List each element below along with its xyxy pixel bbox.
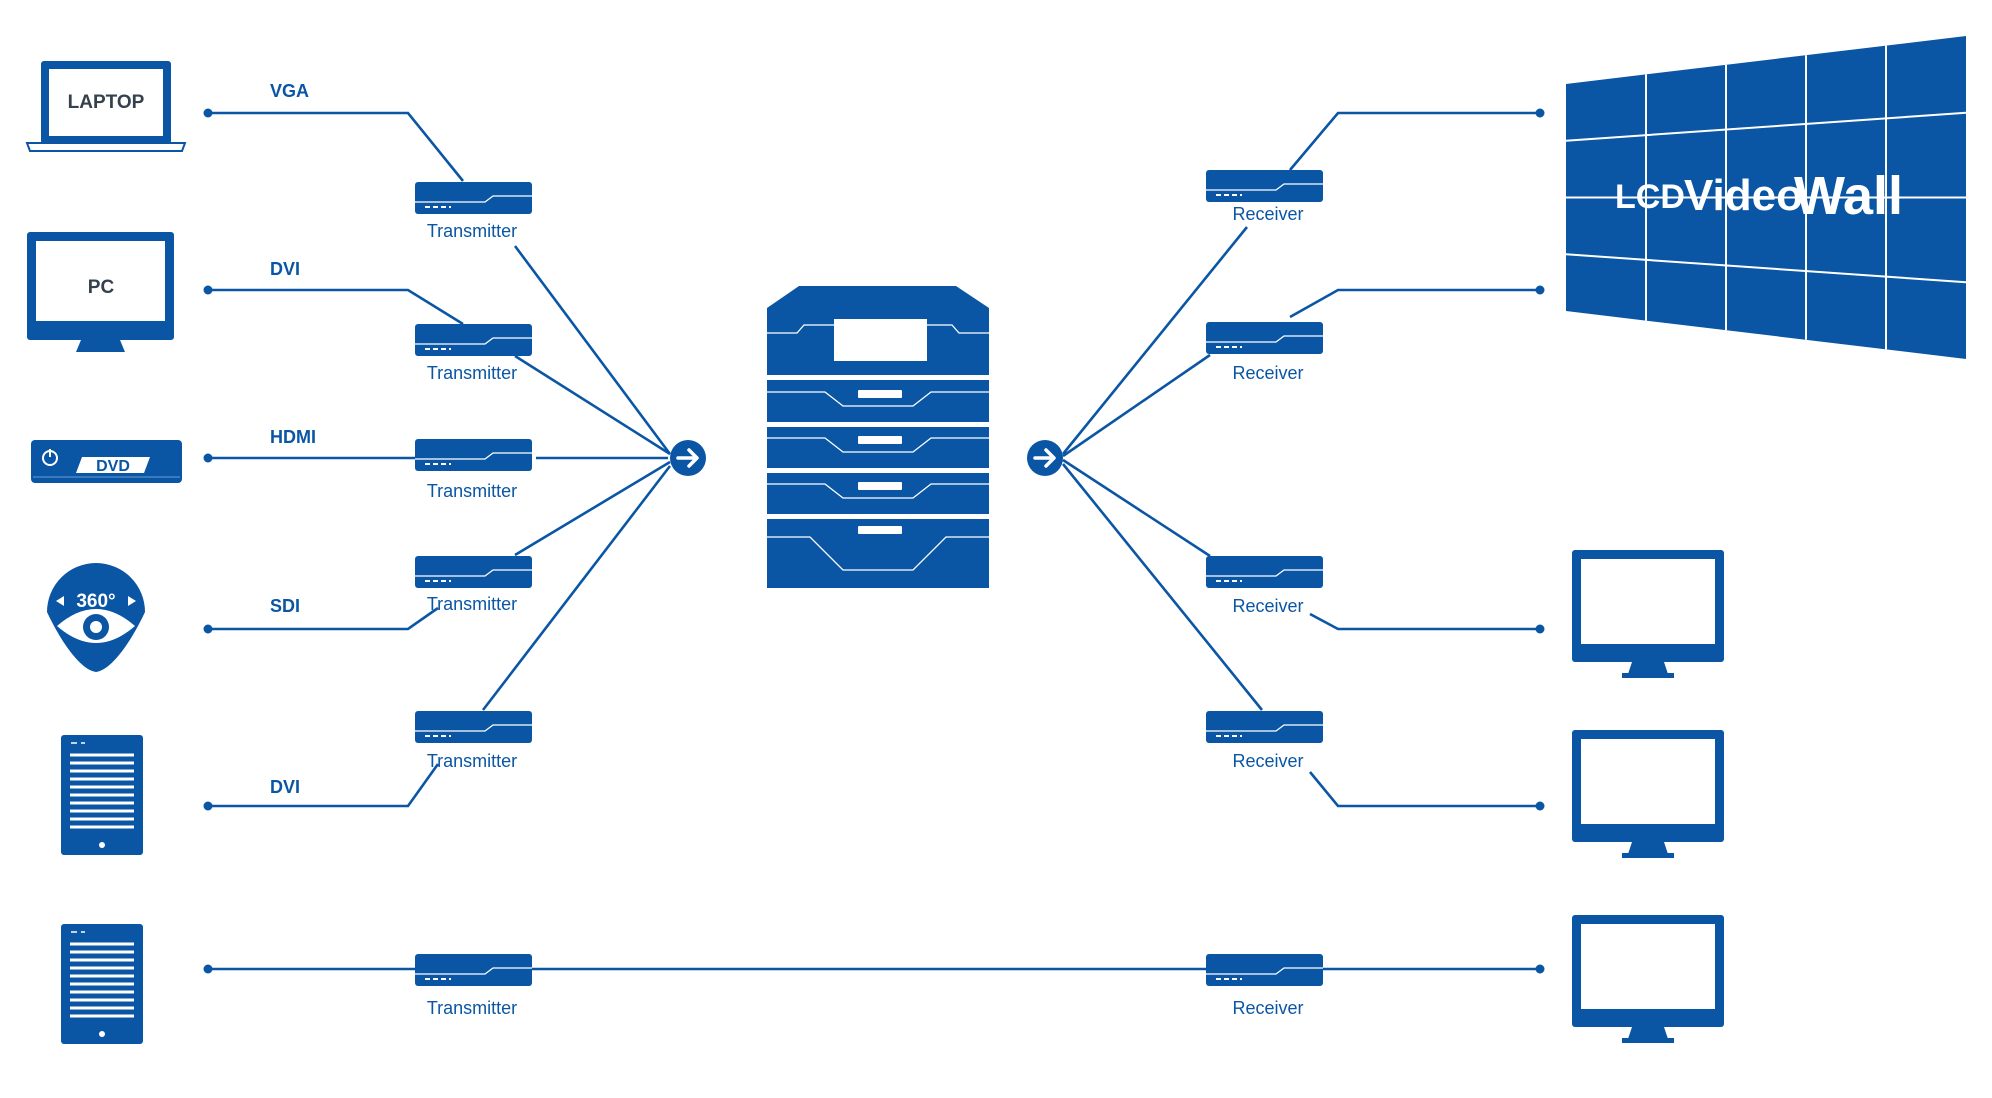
transmitter-label: Transmitter bbox=[427, 998, 517, 1018]
monitor-icon bbox=[1572, 915, 1724, 1043]
transmitter-label: Transmitter bbox=[427, 481, 517, 501]
cable-line bbox=[208, 606, 439, 631]
signal-label: DVI bbox=[270, 259, 300, 279]
cable-line bbox=[1309, 612, 1540, 631]
tablet-icon bbox=[60, 734, 144, 856]
receiver-label: Receiver bbox=[1232, 596, 1303, 616]
camera-360-icon: 360° bbox=[47, 563, 145, 672]
receiver-label: Receiver bbox=[1232, 998, 1303, 1018]
receiver: Receiver bbox=[1205, 321, 1324, 383]
transmitter-label: Transmitter bbox=[427, 363, 517, 383]
tablet-icon bbox=[60, 923, 144, 1045]
transmitter: Transmitter bbox=[414, 323, 533, 383]
transmitter: Transmitter bbox=[414, 953, 533, 1018]
pc-label: PC bbox=[88, 277, 115, 298]
monitor-icon bbox=[1572, 730, 1724, 858]
transmitter: Transmitter bbox=[414, 555, 533, 614]
signal-label: HDMI bbox=[270, 427, 316, 447]
signal-label: DVI bbox=[270, 777, 300, 797]
right-cables bbox=[1061, 111, 1540, 808]
camera-360-label: 360° bbox=[76, 591, 115, 612]
cable-line bbox=[481, 465, 672, 711]
receiver: Receiver bbox=[1205, 710, 1324, 771]
matrix-switcher-icon bbox=[767, 286, 989, 588]
transmitter: Transmitter bbox=[414, 438, 533, 501]
cable-endpoint-dots bbox=[203, 108, 213, 974]
cable-endpoint-dots bbox=[1535, 108, 1545, 974]
dvd-label: DVD bbox=[96, 458, 130, 475]
left-cables bbox=[208, 111, 1540, 971]
cable-line bbox=[208, 288, 464, 326]
laptop-icon: LAPTOP bbox=[25, 61, 187, 152]
lcd-video-wall: LCD Video Wall bbox=[1565, 36, 1967, 359]
cable-line bbox=[1289, 111, 1540, 171]
cable-line bbox=[1062, 458, 1211, 558]
cable-line bbox=[1061, 463, 1264, 711]
pc-monitor-icon: PC bbox=[27, 232, 174, 352]
cable-line bbox=[1289, 288, 1540, 319]
receiver: Receiver bbox=[1205, 953, 1324, 1018]
monitor-icon bbox=[1572, 550, 1724, 678]
receiver: Receiver bbox=[1205, 169, 1324, 224]
cable-line bbox=[1061, 226, 1249, 455]
transmitter-label: Transmitter bbox=[427, 594, 517, 614]
arrow-right-icon bbox=[1027, 440, 1063, 476]
receiver: Receiver bbox=[1205, 555, 1324, 616]
cable-line bbox=[1308, 771, 1540, 808]
cable-line bbox=[513, 245, 672, 455]
video-wall-lcd: LCD bbox=[1615, 178, 1685, 216]
transmitter-label: Transmitter bbox=[427, 751, 517, 771]
cable-line bbox=[208, 111, 465, 182]
laptop-label: LAPTOP bbox=[68, 92, 145, 113]
dvd-player-icon: DVD bbox=[31, 440, 182, 483]
cable-line bbox=[514, 460, 671, 557]
transmitter-label: Transmitter bbox=[427, 221, 517, 241]
cable-line bbox=[514, 354, 671, 456]
receiver-label: Receiver bbox=[1232, 751, 1303, 771]
transmitter: Transmitter bbox=[414, 181, 533, 241]
cable-line bbox=[1062, 353, 1211, 458]
signal-label: VGA bbox=[270, 81, 309, 101]
video-wall-video: Video bbox=[1684, 171, 1803, 220]
receiver-label: Receiver bbox=[1232, 363, 1303, 383]
video-wall-wall: Wall bbox=[1794, 166, 1903, 226]
signal-label: SDI bbox=[270, 596, 300, 616]
transmitter: Transmitter bbox=[414, 710, 533, 771]
receiver-label: Receiver bbox=[1232, 204, 1303, 224]
arrow-right-icon bbox=[670, 440, 706, 476]
cable-line bbox=[208, 763, 440, 808]
